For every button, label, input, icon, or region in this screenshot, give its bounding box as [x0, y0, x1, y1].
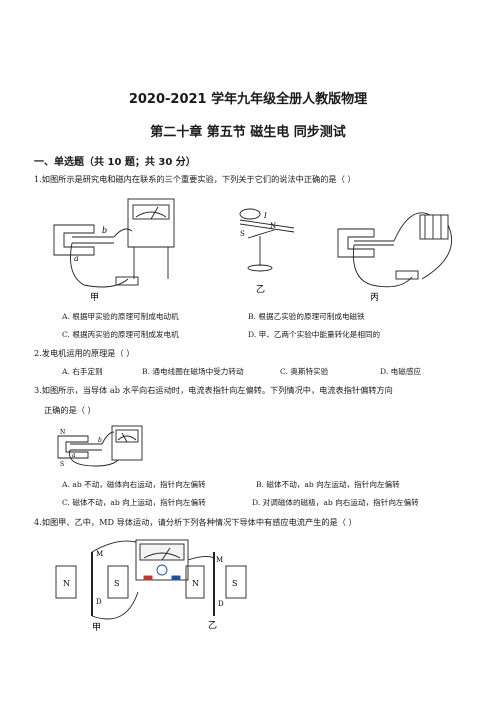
figure-4-yi-label-m: M	[216, 556, 223, 564]
figure-4-jia-label-n: N	[63, 579, 70, 588]
question-1-option-a: A. 根据甲实验的原理可制成电动机	[62, 312, 179, 321]
page-subtitle: 第二十章 第五节 磁生电 同步测试	[150, 125, 346, 140]
figure-4-yi-label-d: D	[218, 600, 224, 608]
figure-4-caption-jia: 甲	[92, 622, 101, 633]
figure-4-jia-label-s: S	[114, 579, 119, 588]
question-1-stem: 1.如图所示是研究电和磁内在联系的三个重要实验，下列关于它们的说法中正确的是（ …	[34, 174, 356, 184]
question-1-option-c: C. 根据丙实验的原理可制成发电机	[62, 330, 179, 339]
figure-1-caption-jia: 甲	[90, 292, 99, 303]
question-1-option-b: B. 根据乙实验的原理可制成电磁铁	[248, 312, 365, 321]
question-2-option-c: C. 奥斯特实验	[280, 367, 329, 376]
question-3-option-b: B. 磁体不动，ab 向左运动，指针向左偏转	[256, 480, 400, 489]
figure-1-label-s: S	[240, 230, 245, 238]
figure-3: N S b a	[57, 425, 143, 468]
figure-1-caption-bing: 丙	[370, 292, 379, 303]
question-3-option-d: D. 对调磁体的磁极，ab 向右运动，指针向左偏转	[252, 498, 419, 507]
figure-1-caption-yi: 乙	[256, 284, 265, 295]
figure-3-label-n: N	[60, 429, 65, 436]
figure-1-label-i: I	[263, 212, 267, 220]
figure-3-label-a: a	[72, 452, 76, 459]
page-title: 2020-2021 学年九年级全册人教版物理	[128, 92, 368, 107]
figure-3-label-b: b	[98, 437, 102, 444]
figure-4-jia-label-d: D	[96, 598, 102, 606]
figure-4-yi-label-n: N	[192, 579, 199, 588]
question-4-stem: 4.如图甲、乙中，MD 导体运动，请分析下列各种情况下导体中有感应电流产生的是（…	[34, 517, 357, 527]
figure-1-label-b: b	[102, 226, 107, 235]
question-2-option-a: A. 右手定则	[62, 367, 103, 376]
figure-1-label-a: a	[74, 254, 79, 263]
section-heading: 一、单选题（共 10 题；共 30 分）	[34, 157, 196, 168]
figure-4-yi-label-s: S	[232, 579, 237, 588]
question-2-option-b: B. 通电线圈在磁场中受力转动	[142, 367, 244, 376]
figure-4-caption-yi: 乙	[208, 620, 217, 631]
figure-4: N S M D N S M D 甲 乙	[55, 539, 247, 633]
figure-1-label-n: N	[270, 222, 276, 230]
question-3-stem-line-1: 3.如图所示，当导体 ab 水平向右运动时，电流表指针向左偏转。下列情况中，电流…	[34, 385, 393, 395]
figure-1-bing: 丙	[337, 212, 453, 303]
question-2-option-d: D. 电磁感应	[380, 367, 422, 376]
question-3-stem-line-2: 正确的是（ ）	[44, 405, 96, 415]
figure-1-yi: S N I 乙	[239, 208, 295, 295]
question-1-option-d: D. 甲、乙两个实验中能量转化是相同的	[248, 330, 381, 339]
question-3-option-c: C. 磁体不动，ab 向上运动，指针向左偏转	[62, 498, 206, 507]
figure-3-label-s: S	[60, 461, 64, 468]
figure-4-jia-label-m: M	[96, 550, 103, 558]
question-2-stem: 2.发电机运用的原理是（ ）	[34, 348, 135, 358]
figure-1-jia: b a 甲	[53, 198, 175, 303]
question-3-option-a: A. ab 不动，磁体向右运动，指针向左偏转	[62, 480, 206, 489]
